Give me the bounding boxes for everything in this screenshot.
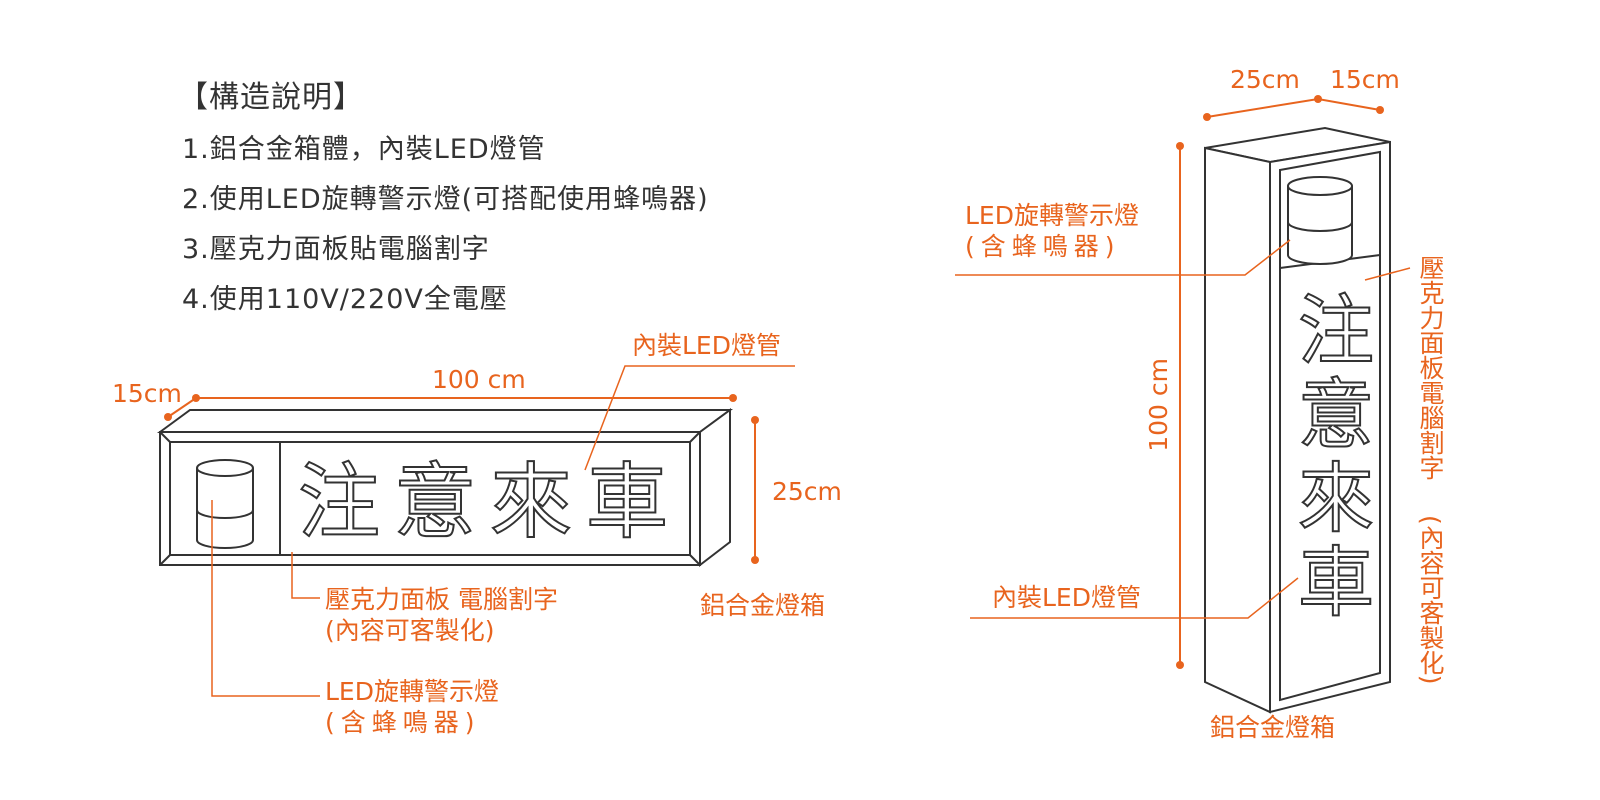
- structure-item-1: 1.鋁合金箱體，內裝LED燈管: [182, 134, 546, 165]
- horizontal-depth-label: 15cm: [112, 379, 182, 408]
- vertical-leader-lines: [955, 239, 1411, 619]
- vertical-box-label: 鋁合金燈箱: [1210, 713, 1336, 742]
- structure-item-4: 4.使用110V/220V全電壓: [182, 284, 508, 315]
- vertical-depth-label: 15cm: [1330, 65, 1400, 94]
- horizontal-panel-label-line1: 壓克力面板 電腦割字: [325, 585, 558, 614]
- structure-item-2: 2.使用LED旋轉警示燈(可搭配使用蜂鳴器): [182, 184, 709, 215]
- horizontal-light-label: LED旋轉警示燈 (含蜂鳴器): [325, 676, 499, 739]
- horizontal-panel-label: 壓克力面板 電腦割字 (內容可客製化): [325, 584, 558, 647]
- horizontal-width-label: 100 cm: [432, 365, 526, 394]
- horizontal-led-tube-label: 內裝LED燈管: [632, 331, 781, 360]
- vertical-sign-text: 注意來車: [1284, 289, 1375, 627]
- vertical-panel-label: 壓克力面板電腦割字: [1416, 255, 1445, 480]
- horizontal-sign-text: 注意來車: [297, 455, 683, 550]
- horizontal-dimensions: [164, 394, 759, 564]
- horizontal-light-label-line2: (含蜂鳴器): [325, 708, 481, 738]
- structure-heading: 【構造說明】: [178, 80, 364, 115]
- horizontal-warning-light: [196, 459, 254, 549]
- horizontal-light-label-line1: LED旋轉警示燈: [325, 677, 499, 706]
- structure-item-3: 3.壓克力面板貼電腦割字: [182, 234, 490, 265]
- vertical-warning-light: [1287, 176, 1353, 265]
- horizontal-leader-lines: [211, 365, 795, 697]
- vertical-height-value: 100 cm: [1144, 358, 1173, 452]
- vertical-dimensions: [1176, 95, 1384, 669]
- vertical-panel-custom-label: (內容可客製化): [1416, 515, 1445, 685]
- vertical-light-box: [1204, 126, 1391, 714]
- horizontal-panel-label-line2: (內容可客製化): [325, 616, 495, 646]
- vertical-led-tube-label: 內裝LED燈管: [992, 583, 1141, 612]
- horizontal-box-label: 鋁合金燈箱: [700, 591, 826, 620]
- vertical-light-label-line2: (含蜂鳴器): [965, 232, 1121, 262]
- vertical-height-label: 100 cm: [1144, 358, 1173, 452]
- vertical-light-label: LED旋轉警示燈 (含蜂鳴器): [965, 200, 1139, 263]
- vertical-light-label-line1: LED旋轉警示燈: [965, 201, 1139, 230]
- horizontal-height-label: 25cm: [772, 477, 842, 506]
- vertical-width-label: 25cm: [1230, 65, 1300, 94]
